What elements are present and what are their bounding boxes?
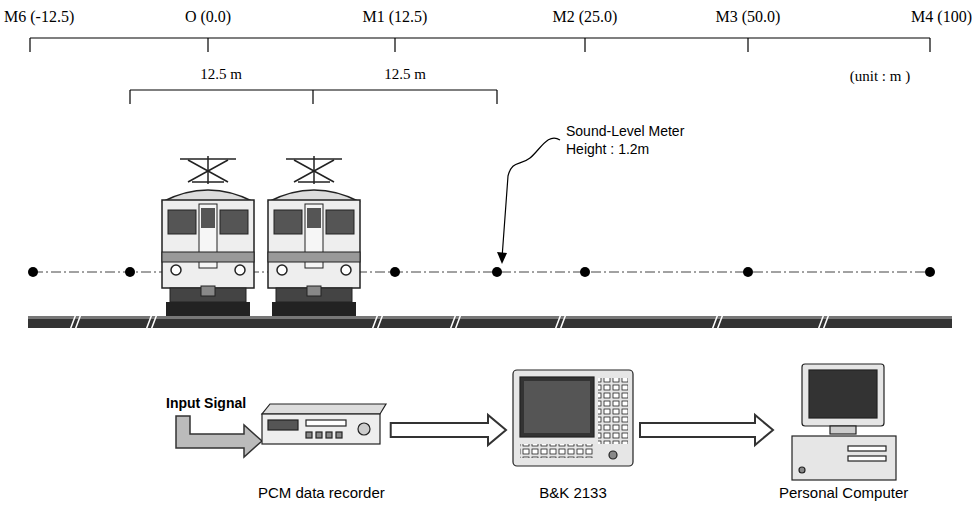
distance-scale xyxy=(584,38,585,52)
leader-line xyxy=(497,252,507,264)
distance-scale xyxy=(207,38,208,52)
analyzer-symbol xyxy=(513,370,633,466)
dimension-label: 12.5 m xyxy=(200,66,242,83)
dimension-bracket xyxy=(129,90,130,104)
flow-arrow xyxy=(640,415,773,445)
pcm-recorder-symbol xyxy=(316,432,322,438)
track xyxy=(28,314,952,330)
pcm-recorder-symbol xyxy=(306,432,312,438)
computer-symbol xyxy=(848,446,886,451)
distance-scale xyxy=(30,38,930,52)
dimension-bracket xyxy=(496,90,497,104)
sound-level-meter xyxy=(28,267,38,277)
pcm-recorder-symbol xyxy=(326,432,332,438)
device-label: PCM data recorder xyxy=(258,484,385,501)
computer-device: Personal Computer xyxy=(779,362,908,501)
dimension-bracket xyxy=(312,90,313,104)
device-label: Personal Computer xyxy=(779,484,908,501)
distance-scale xyxy=(29,38,30,52)
position-label: M2 (25.0) xyxy=(553,8,618,26)
computer-symbol xyxy=(802,364,884,426)
track xyxy=(455,314,461,330)
train-front xyxy=(268,156,360,316)
leader-line xyxy=(497,138,560,264)
distance-scale xyxy=(747,38,748,52)
position-label: M3 (50.0) xyxy=(716,8,781,26)
track xyxy=(560,314,566,330)
analyzer-symbol xyxy=(609,451,617,459)
pcm-recorder-symbol xyxy=(262,404,386,414)
computer-symbol xyxy=(830,426,856,434)
train-front xyxy=(162,156,254,316)
analyzer-symbol xyxy=(524,381,590,433)
pcm-recorder-symbol xyxy=(358,423,370,435)
sound-level-meter xyxy=(28,267,935,277)
distance-scale xyxy=(394,38,395,52)
pcm-recorder-symbol xyxy=(262,404,386,444)
pcm-recorder-symbol xyxy=(306,420,346,426)
track xyxy=(70,314,829,330)
device-label: B&K 2133 xyxy=(539,484,607,501)
sound-level-meter xyxy=(390,267,400,277)
track xyxy=(717,314,723,330)
position-label: M4 (100) xyxy=(911,8,972,26)
computer-symbol xyxy=(848,456,886,461)
analyzer-device: B&K 2133 xyxy=(512,368,634,501)
distance-scale xyxy=(30,37,930,38)
computer-symbol xyxy=(799,467,805,473)
sound-level-meter xyxy=(743,267,753,277)
analyzer-symbol xyxy=(520,377,594,437)
computer-symbol xyxy=(809,370,877,418)
track xyxy=(151,314,157,330)
train-front xyxy=(162,156,360,316)
track xyxy=(823,314,829,330)
pcm-recorder-symbol xyxy=(262,414,380,444)
dimension-bracket xyxy=(130,90,497,104)
track xyxy=(28,318,952,328)
dimension-label: 12.5 m xyxy=(384,66,426,83)
unit-note: (unit : m ) xyxy=(850,68,910,85)
distance-scale xyxy=(929,38,930,52)
position-label: M1 (12.5) xyxy=(363,8,428,26)
position-label: O (0.0) xyxy=(185,8,231,26)
recorder-device: PCM data recorder xyxy=(258,400,385,501)
leader-line xyxy=(502,138,560,258)
analyzer-symbol xyxy=(598,378,628,444)
track xyxy=(377,314,383,330)
computer-symbol xyxy=(792,364,896,480)
input-signal-arrow xyxy=(176,416,262,457)
sound-level-meter xyxy=(925,267,935,277)
pcm-recorder-symbol xyxy=(336,432,342,438)
input-signal-arrow xyxy=(176,416,262,457)
flow-arrow xyxy=(391,415,506,445)
signal-label: Input Signal xyxy=(166,395,246,411)
track xyxy=(28,316,952,319)
position-label: M6 (-12.5) xyxy=(4,8,74,26)
track xyxy=(75,314,81,330)
analyzer-symbol xyxy=(513,370,633,466)
sound-level-meter xyxy=(125,267,135,277)
callout-label: Sound-Level Meter Height : 1.2m xyxy=(566,122,706,158)
sound-level-meter xyxy=(492,267,502,277)
analyzer-symbol xyxy=(520,444,594,458)
sound-level-meter xyxy=(580,267,590,277)
pcm-recorder-symbol xyxy=(268,420,298,430)
computer-symbol xyxy=(792,436,896,480)
